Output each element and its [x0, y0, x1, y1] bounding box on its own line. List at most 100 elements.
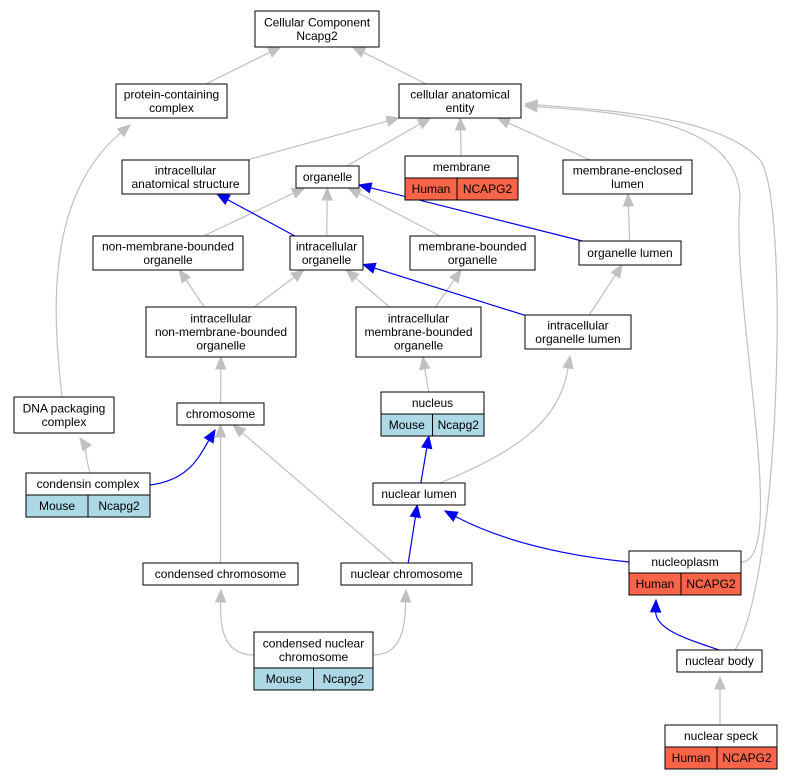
edge-arrowhead — [622, 192, 635, 207]
edge-intracellular_mb_organelle-to-membrane_bounded_organelle — [435, 268, 462, 308]
edge-arrowhead — [496, 117, 512, 129]
edge-cellular_anatomical_entity-to-root — [351, 46, 427, 85]
edge-intracellular_organelle-to-organelle — [321, 186, 333, 237]
node-label-line: nucleoplasm — [651, 555, 718, 569]
edge-line — [435, 278, 456, 308]
node-box — [254, 10, 380, 48]
edge-line — [373, 267, 526, 316]
edge-arrowhead — [443, 510, 459, 522]
edge-arrowhead — [214, 588, 227, 603]
annotation-species-label: Human — [672, 751, 711, 765]
node-label-line: DNA packaging — [23, 401, 106, 415]
edge-arrowhead — [351, 46, 367, 58]
node-organelle[interactable]: organelle — [295, 165, 360, 189]
node-box — [289, 235, 364, 271]
edge-line — [407, 515, 417, 564]
node-label-line: nuclear lumen — [381, 487, 456, 501]
node-label-line: cellular anatomical — [410, 87, 509, 101]
edge-nuclear_lumen-to-nucleus — [420, 434, 433, 484]
node-label-line: protein-containing — [124, 87, 219, 101]
node-organelle-lumen[interactable]: organelle lumen — [578, 240, 682, 266]
edge-arrowhead — [215, 193, 231, 205]
edge-line — [454, 515, 630, 563]
edge-arrowhead — [649, 598, 662, 613]
edge-nucleoplasm-to-nuclear_lumen — [443, 510, 630, 563]
node-condensed-chromosome[interactable]: condensed chromosome — [142, 562, 299, 586]
node-nuclear-chromosome[interactable]: nuclear chromosome — [340, 562, 473, 586]
annotation-species-label: Mouse — [266, 672, 302, 686]
node-box — [398, 83, 522, 119]
node-box — [295, 165, 360, 189]
node-label-line: condensin complex — [37, 477, 140, 491]
node-label-line: membrane-enclosed — [573, 163, 682, 177]
annotation-gene-label: NCAPG2 — [722, 751, 772, 765]
edge-arrowhead — [399, 588, 412, 603]
node-label-line: Ncapg2 — [296, 29, 338, 43]
node-intracellular-nmb-organelle[interactable]: intracellularnon-membrane-boundedorganel… — [145, 306, 297, 358]
edge-intracellular_nmb_organelle-to-non_membrane_bounded_organelle — [178, 268, 205, 308]
edge-arrowhead — [714, 675, 726, 690]
node-box — [145, 306, 297, 358]
node-box — [562, 159, 693, 195]
annotation-gene-cell — [456, 177, 519, 201]
node-label-line: organelle — [394, 339, 444, 353]
node-box — [355, 306, 482, 358]
node-label-line: nuclear body — [685, 654, 754, 668]
edge-arrowhead — [421, 434, 433, 450]
edge-membrane_enclosed_lumen-to-cellular_anatomical_entity — [496, 117, 591, 161]
edge-dna_packaging_complex-to-protein_complex — [55, 124, 131, 398]
edge-line — [459, 128, 462, 157]
annotation-species-label: Human — [636, 577, 675, 591]
node-box — [340, 562, 473, 586]
edge-arrowhead — [215, 355, 227, 370]
node-label-line: non-membrane-bounded — [102, 239, 234, 253]
edge-arrowhead — [610, 263, 623, 279]
edge-arrowhead — [347, 187, 363, 199]
node-label-line: nuclear speck — [684, 729, 759, 743]
node-label-line: entity — [446, 101, 475, 115]
edge-line — [420, 446, 428, 484]
edge-line — [205, 51, 272, 85]
edge-membrane-to-cellular_anatomical_entity — [454, 116, 467, 157]
edge-arrowhead — [449, 268, 462, 284]
edge-arrowhead — [79, 436, 92, 452]
node-chromosome[interactable]: chromosome — [176, 402, 265, 426]
edge-arrowhead — [321, 186, 333, 201]
edge-line — [185, 278, 205, 308]
edge-line — [241, 431, 395, 564]
node-box — [92, 235, 244, 271]
edge-condensin_complex-to-dna_packaging_complex — [79, 436, 92, 474]
annotation-species-label: Human — [412, 182, 451, 196]
edge-arrowhead — [385, 115, 401, 127]
node-label-line: nucleus — [412, 396, 453, 410]
edge-nuclear_chromosome-to-chromosome — [232, 424, 395, 564]
edge-condensin_complex-to-chromosome — [149, 428, 216, 486]
edge-condensed_nuclear_chromosome-to-condensed_chromosome — [214, 588, 255, 656]
node-nuclear-body[interactable]: nuclear body — [676, 649, 763, 673]
node-label-line: intracellular — [190, 312, 251, 326]
node-box — [409, 235, 536, 271]
edge-condensed_chromosome-to-chromosome — [214, 423, 227, 563]
node-label-line: nuclear chromosome — [350, 567, 462, 581]
edge-line — [655, 610, 720, 651]
node-nuclear-lumen[interactable]: nuclear lumen — [372, 482, 466, 506]
node-label-line: complex — [42, 415, 87, 429]
